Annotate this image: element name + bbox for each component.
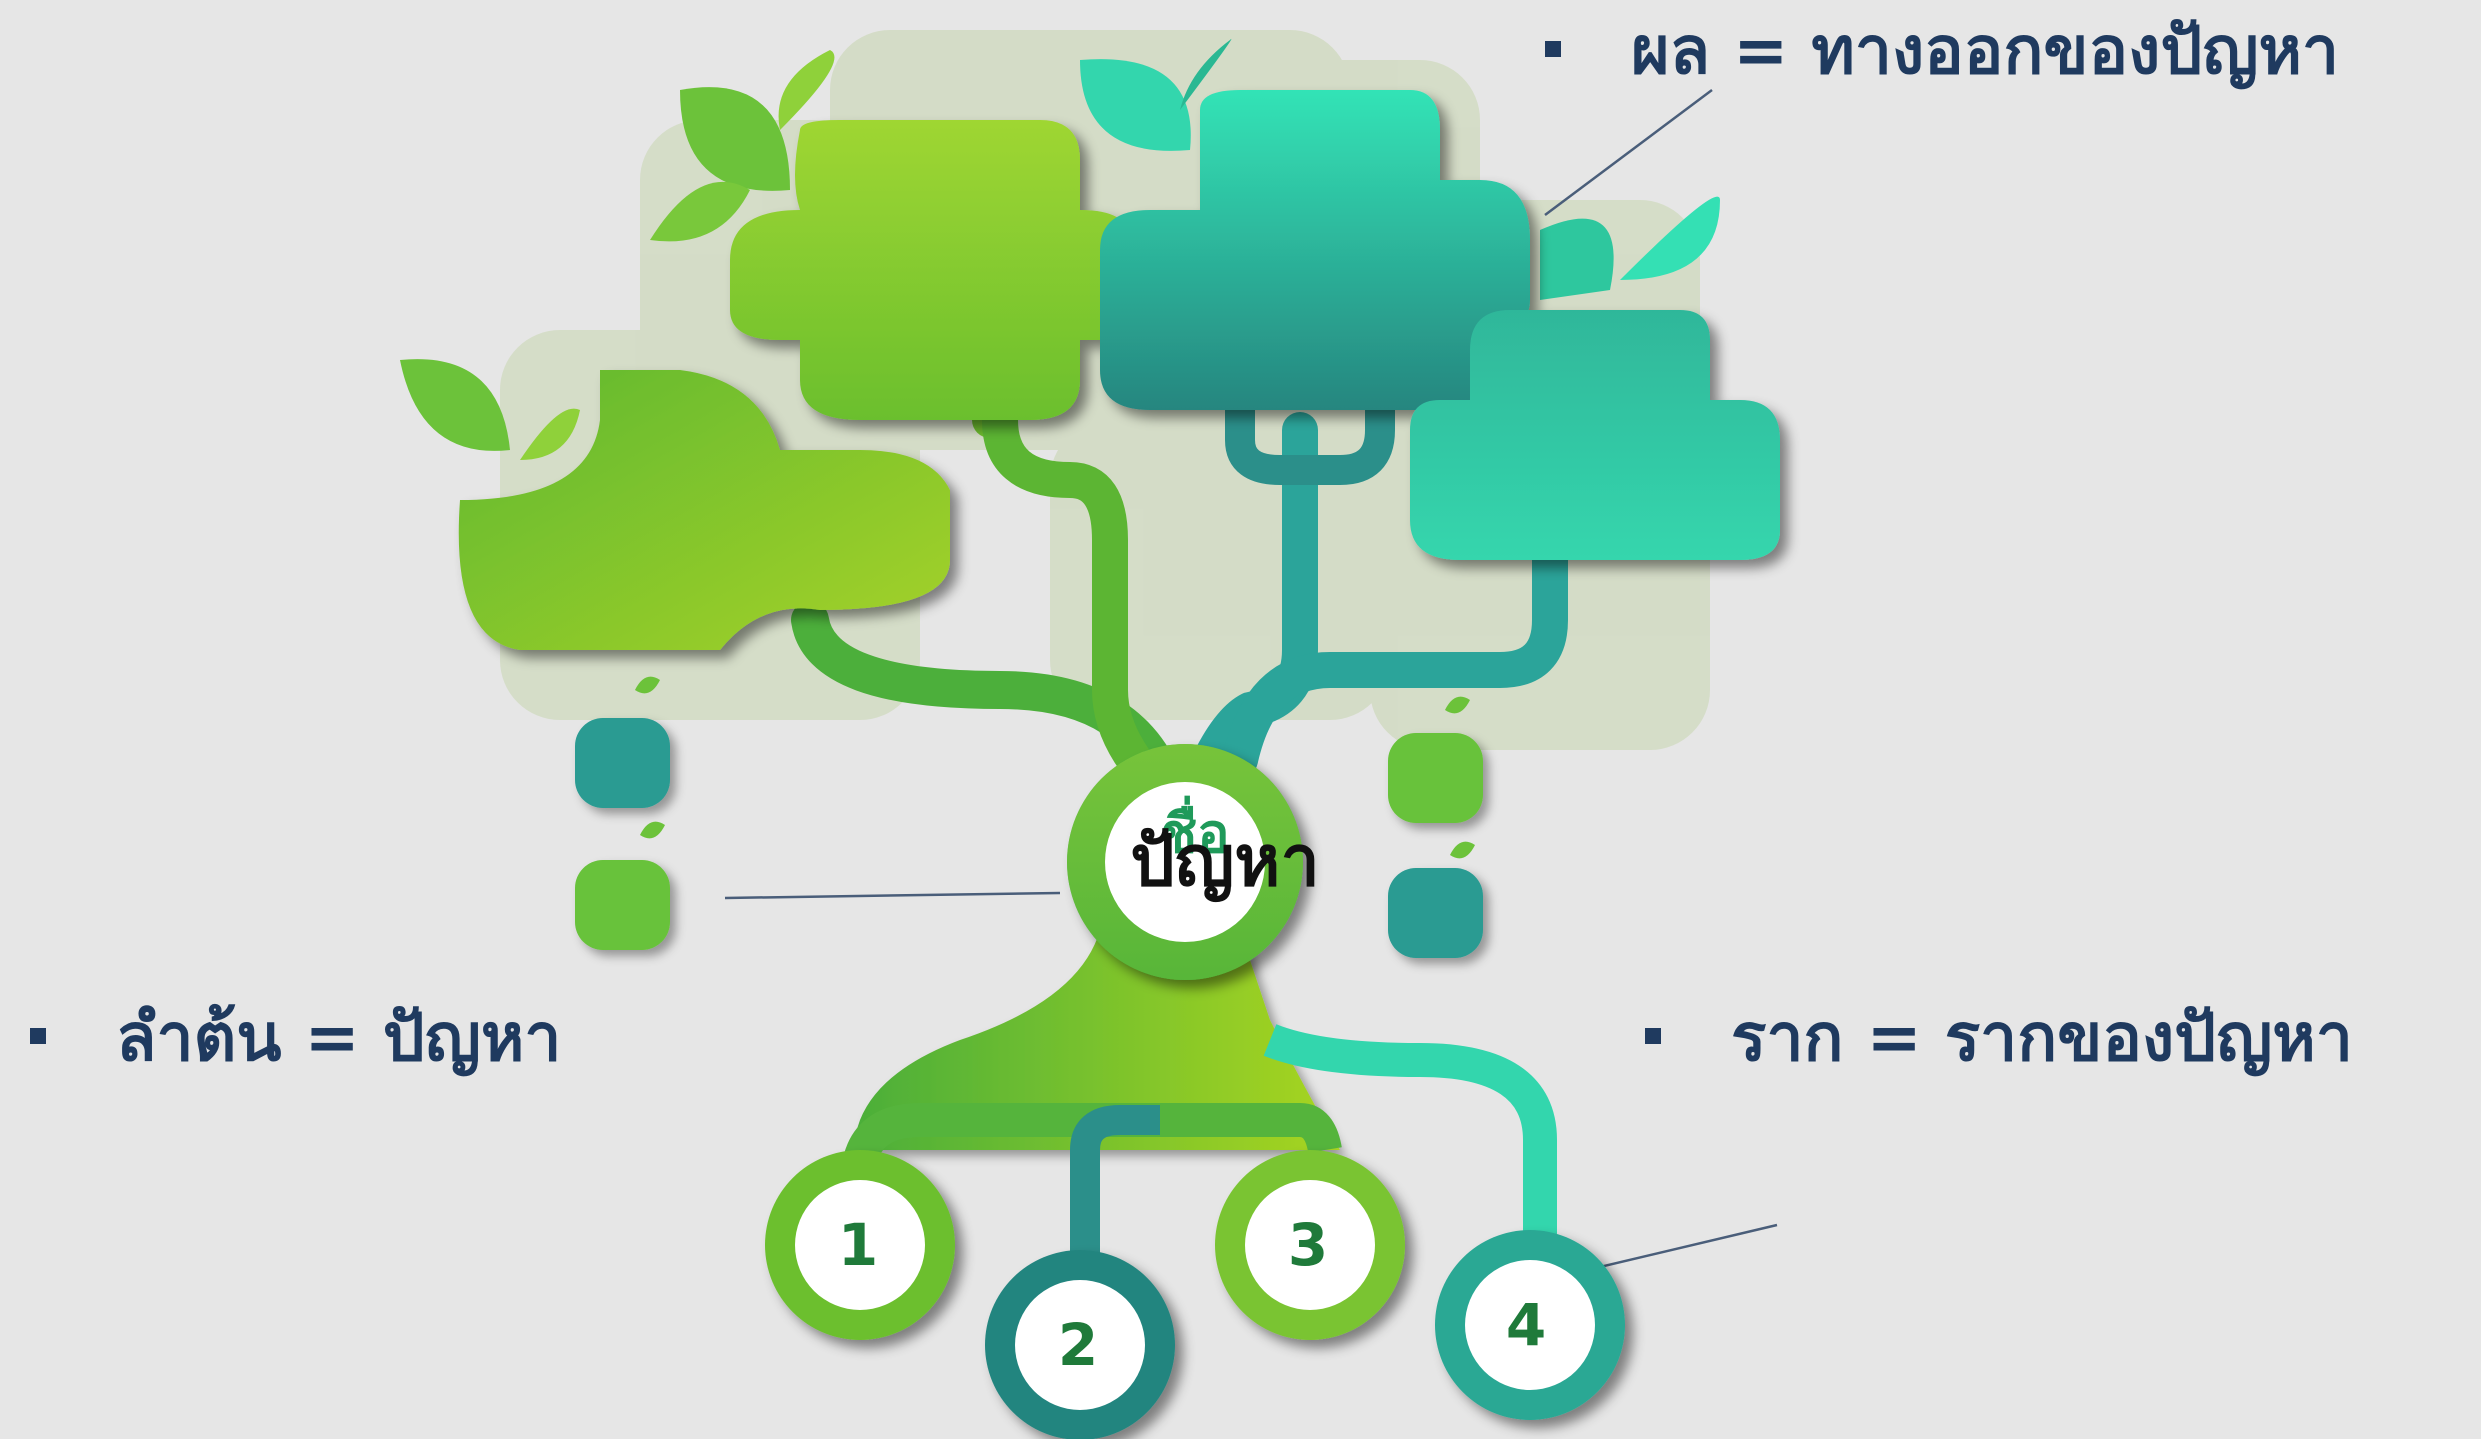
root-node-3: 3	[1215, 1150, 1405, 1340]
root-node-4: 4	[1435, 1230, 1625, 1420]
center-label: ปัญหา	[1130, 820, 1320, 903]
root-number-3: 3	[1288, 1211, 1328, 1279]
bullet-icon	[1645, 1027, 1661, 1044]
canopy-blocks	[458, 90, 1780, 650]
legend-trunk: ลำต้น = ปัญหา	[30, 1005, 561, 1071]
legend-fruit: ผล = ทางออกของปัญหา	[1545, 18, 2339, 84]
root-number-1: 1	[838, 1211, 878, 1279]
center-overlay-label: ชื่อ	[1160, 795, 1229, 865]
root-number-4: 4	[1506, 1291, 1546, 1359]
fruit-icons	[575, 676, 1483, 958]
bullet-icon	[1545, 40, 1561, 57]
root-node-1: 1	[765, 1150, 955, 1340]
legend-root: ราก = รากของปัญหา	[1645, 1005, 2353, 1071]
root-node-2: 2	[985, 1250, 1175, 1439]
leaf-icons	[400, 38, 1720, 460]
trunk	[850, 930, 1340, 1150]
legend-root-text: ราก = รากของปัญหา	[1731, 999, 2353, 1076]
center-node: ชื่อ ปัญหา	[1067, 744, 1320, 980]
legend-fruit-text: ผล = ทางออกของปัญหา	[1631, 12, 2340, 89]
bullet-icon	[30, 1027, 46, 1044]
root-paths	[843, 1024, 1557, 1260]
legend-trunk-text: ลำต้น = ปัญหา	[116, 999, 562, 1076]
root-number-2: 2	[1058, 1311, 1098, 1379]
